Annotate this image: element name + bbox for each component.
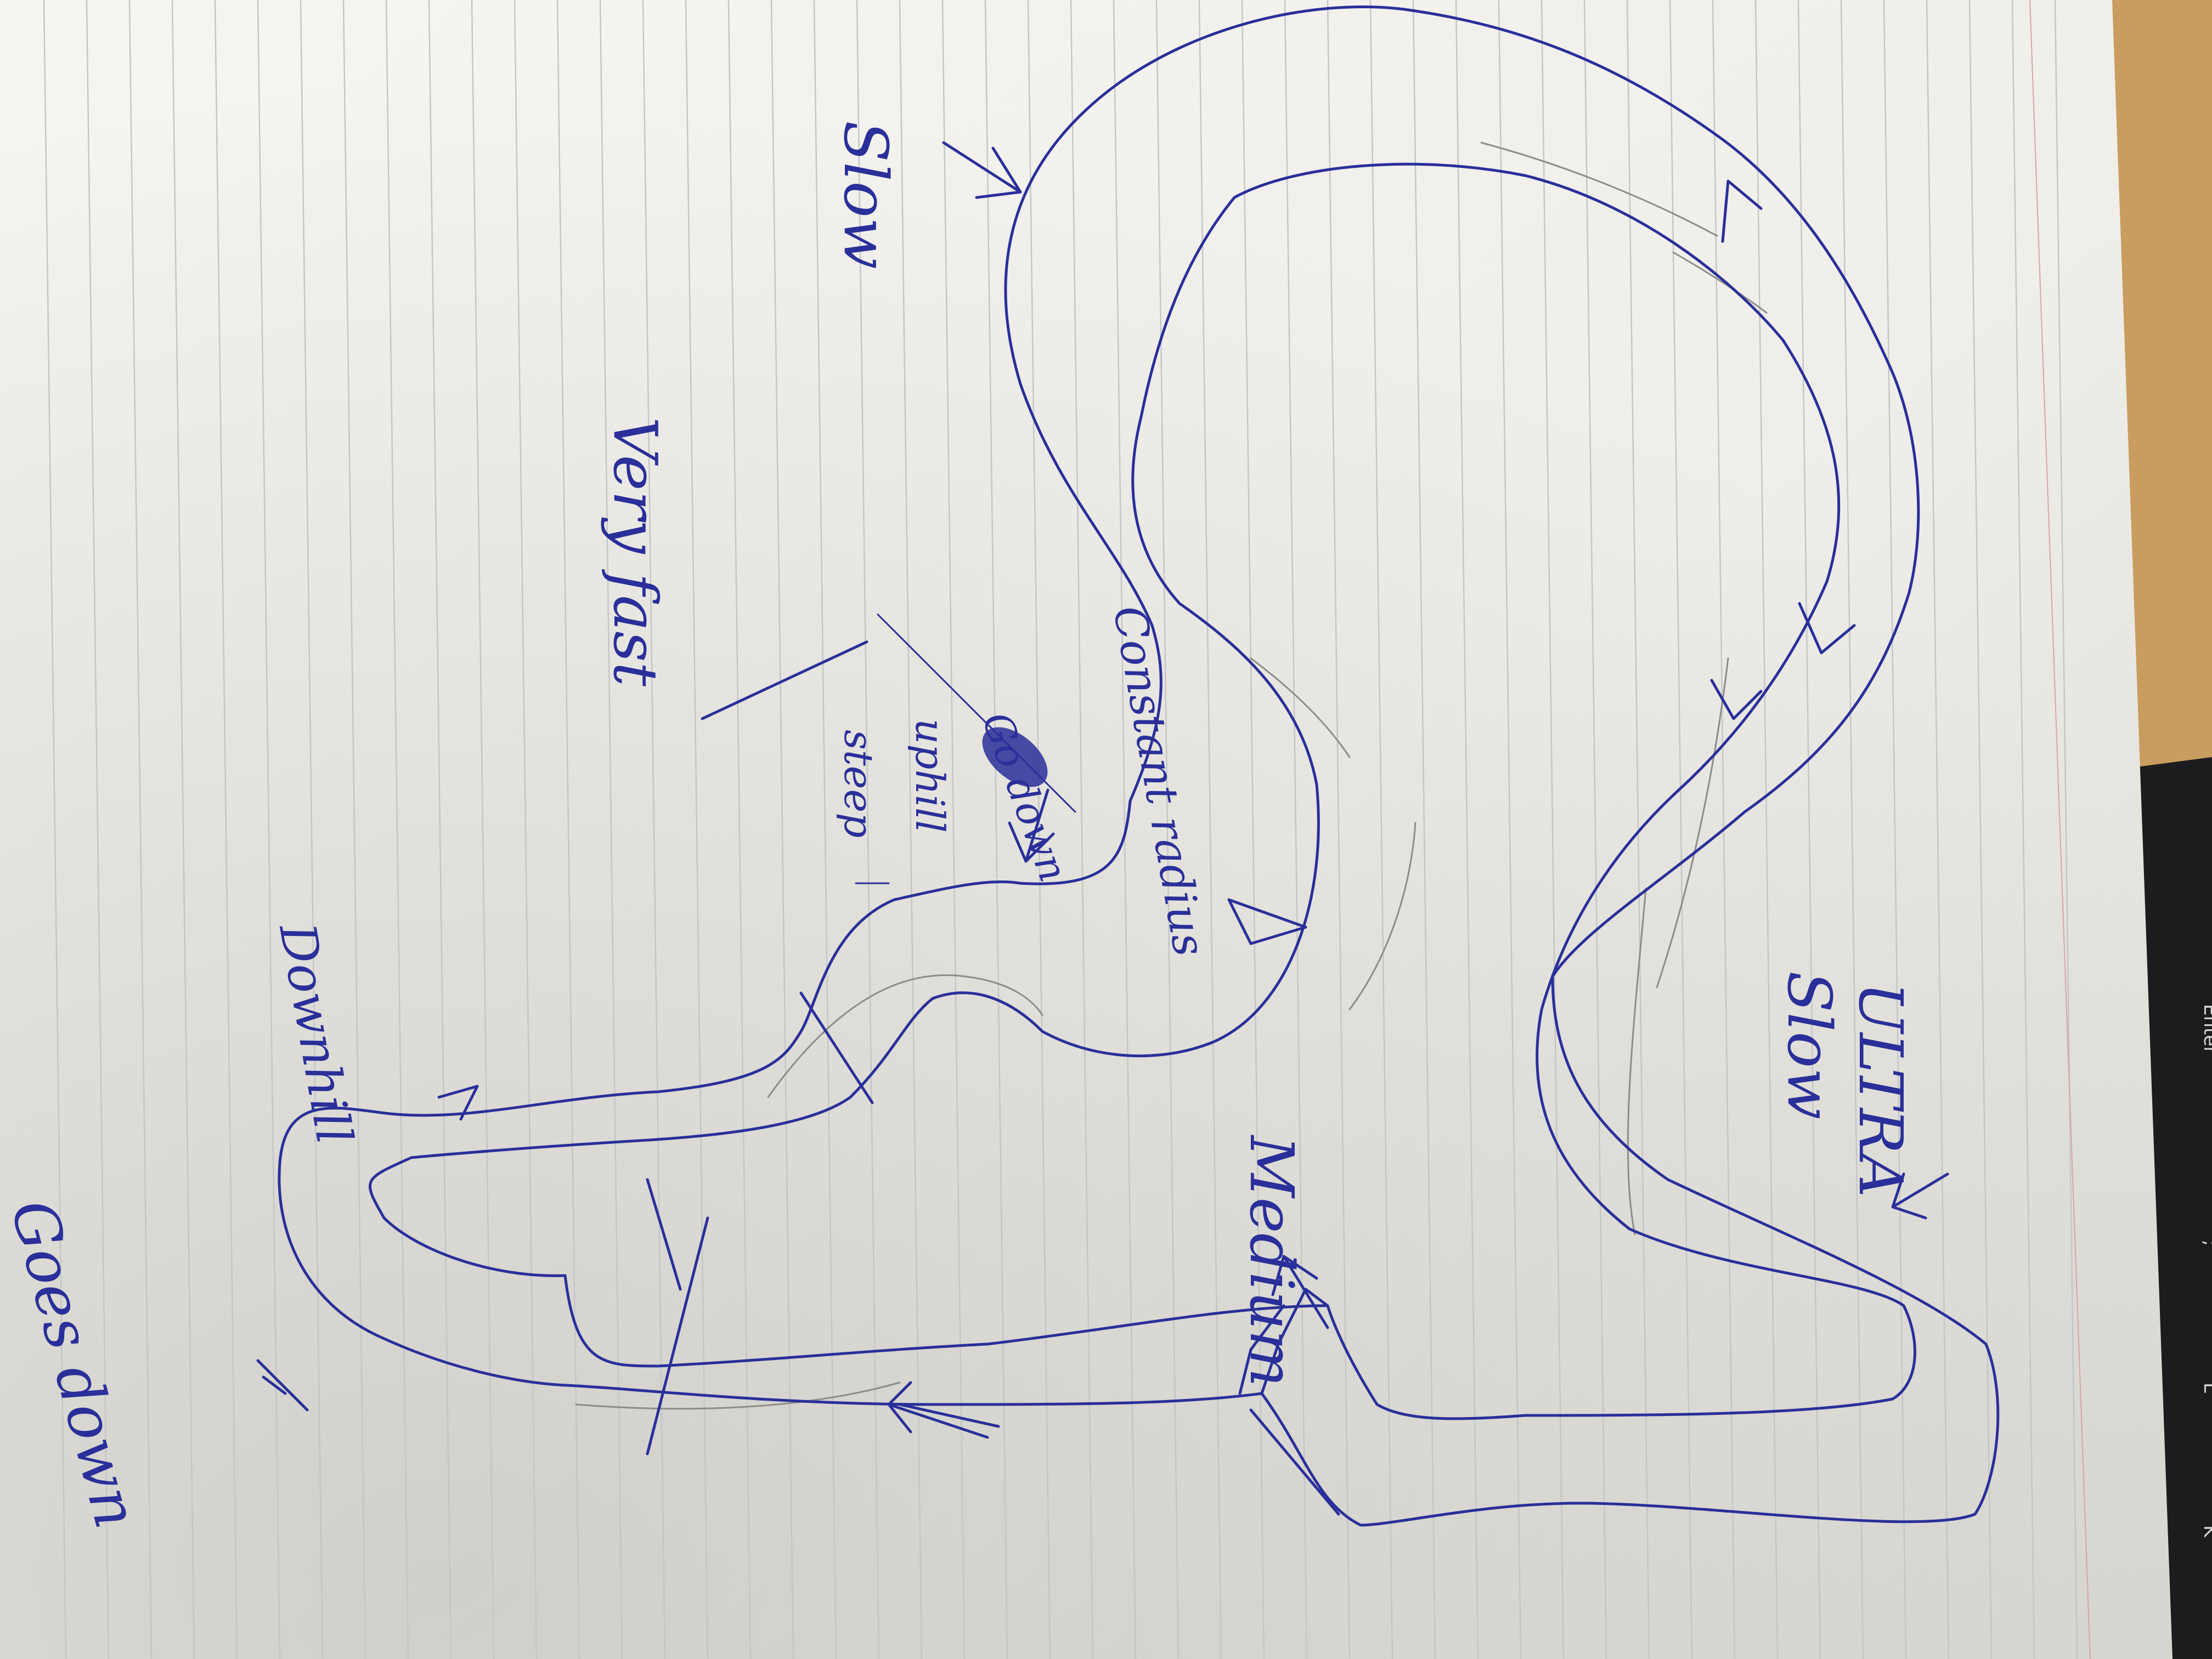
- ruled-line: [1840, 0, 1864, 1659]
- ruled-line: [2011, 0, 2035, 1659]
- finish-line-mark: [646, 1178, 682, 1291]
- uphill-arrow: [1008, 788, 1055, 863]
- slow-arrow: [942, 141, 1022, 199]
- ruled-line: [1626, 0, 1650, 1659]
- ruled-line: [43, 0, 67, 1659]
- ruled-line: [1498, 0, 1522, 1659]
- very-fast-line: [701, 640, 868, 720]
- ruled-line: [1284, 0, 1308, 1659]
- ruled-line: [257, 0, 281, 1659]
- downhill-arrow: [437, 1085, 479, 1121]
- ruled-line: [128, 0, 153, 1659]
- note-slow: Slow: [831, 121, 901, 269]
- ruled-line: [86, 0, 110, 1659]
- constant-radius-arrow: [1227, 898, 1307, 945]
- ruled-line: [727, 0, 752, 1659]
- ruled-line: [1455, 0, 1479, 1659]
- chicane-segment: [1238, 1288, 1329, 1395]
- keyboard-keys: Enter " ; L K: [2199, 1004, 2212, 1538]
- ruled-line: [1669, 0, 1693, 1659]
- ruled-line: [1027, 0, 1051, 1659]
- ruled-line: [2054, 0, 2078, 1659]
- ruled-line: [1155, 0, 1180, 1659]
- ruled-line: [1327, 0, 1351, 1659]
- medium-arrow: [1271, 1255, 1329, 1329]
- ruled-line: [385, 0, 409, 1659]
- note-ultra-slow: Slow: [1774, 971, 1844, 1120]
- note-steep: steep: [836, 730, 882, 838]
- pencil-guides: [575, 142, 1768, 1410]
- ruled-line: [1968, 0, 1993, 1659]
- scribble-mark: [982, 727, 1048, 787]
- ruled-line: [171, 0, 195, 1659]
- ruled-line: [428, 0, 452, 1659]
- ruled-line: [1070, 0, 1094, 1659]
- note-ultra: ULTRA: [1846, 982, 1916, 1197]
- track-inner-edge: [369, 162, 1916, 1420]
- ruled-line: [685, 0, 709, 1659]
- key-quote: ": [2199, 1130, 2212, 1139]
- ruled-line: [1754, 0, 1779, 1659]
- ruled-line: [1412, 0, 1436, 1659]
- ruled-line: [599, 0, 623, 1659]
- key-k: K: [2199, 1525, 2212, 1538]
- ruled-line: [1541, 0, 1565, 1659]
- note-medium: Medium: [1237, 1135, 1307, 1387]
- ruled-line: [1926, 0, 1950, 1659]
- page-margin-line: [2029, 0, 2091, 1659]
- race-track-sketch: [278, 5, 2000, 1527]
- key-l: L: [2199, 1383, 2212, 1393]
- key-enter: Enter: [2199, 1004, 2212, 1054]
- ruled-line: [1583, 0, 1607, 1659]
- ruled-line: [556, 0, 580, 1659]
- note-very-fast: Very fast: [600, 417, 670, 687]
- track-outer-edge: [278, 5, 2000, 1527]
- ruled-line: [1369, 0, 1393, 1659]
- goes-down-arrow: [256, 1359, 309, 1412]
- ruled-line: [1797, 0, 1821, 1659]
- ruled-line: [984, 0, 1008, 1659]
- ruled-line: [1883, 0, 1907, 1659]
- note-uphill: uphill: [907, 719, 953, 833]
- ruled-line: [342, 0, 366, 1659]
- ruled-line: [813, 0, 837, 1659]
- section-line-1: [799, 991, 874, 1104]
- ruled-line: [941, 0, 966, 1659]
- key-semicolon: ;: [2199, 1240, 2212, 1246]
- finish-line: [646, 1216, 709, 1455]
- ruled-line: [856, 0, 880, 1659]
- ultra-slow-arrow: [1891, 1172, 1949, 1220]
- ruled-line: [300, 0, 324, 1659]
- ruled-line: [899, 0, 923, 1659]
- ruled-line: [1198, 0, 1222, 1659]
- ruled-line: [471, 0, 495, 1659]
- ruled-line: [1241, 0, 1265, 1659]
- direction-arrows: [887, 179, 1856, 1439]
- ruled-line: [642, 0, 666, 1659]
- ruled-line: [770, 0, 794, 1659]
- ruled-line: [214, 0, 238, 1659]
